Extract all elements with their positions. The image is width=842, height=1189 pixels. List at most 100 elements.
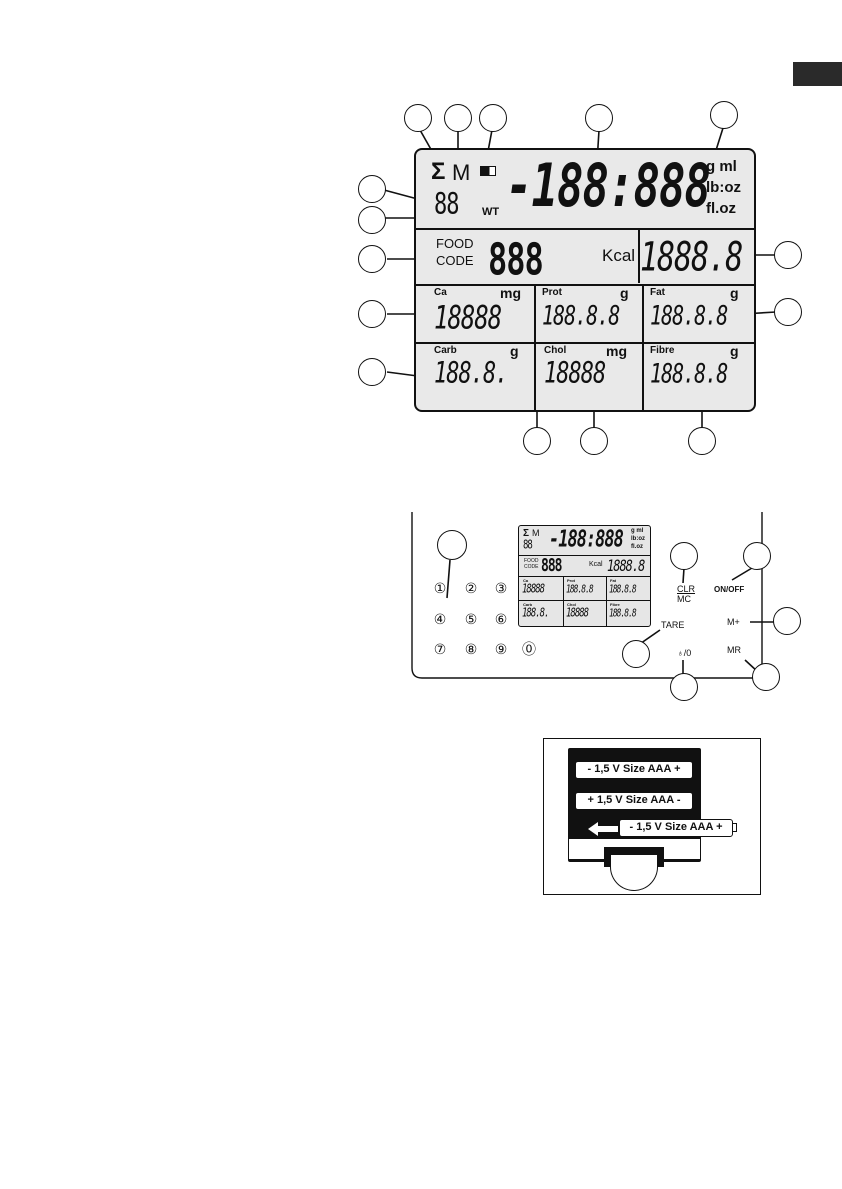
device-main-digits: -188:888 (549, 526, 624, 553)
col-divider-2 (642, 284, 644, 410)
device-unit-2: lb:oz (631, 536, 645, 542)
tare-button-label[interactable]: TARE (661, 620, 685, 630)
key-8[interactable]: ⑧ (464, 642, 478, 658)
unit-g-ml: g ml (706, 158, 737, 175)
cell-unit: g (620, 285, 629, 301)
callout-10 (358, 358, 386, 386)
lcd-display: Σ M -188:888 g ml lb:oz fl.oz 88 WT FOOD… (414, 148, 756, 412)
cell-unit: g (730, 285, 739, 301)
battery-2-label: + 1,5 V Size AAA - (587, 794, 681, 806)
device-cell-name: Ca (523, 578, 529, 583)
callout-6 (358, 175, 386, 203)
cell-name: Fibre (650, 345, 675, 356)
clr-button-label[interactable]: CLR (677, 584, 696, 594)
device-cell-name: Carb (523, 602, 533, 607)
device-cell-digits: 188.8.8 (609, 583, 637, 596)
cell-unit: g (510, 343, 519, 359)
kcal-digits: 1888.8 (640, 234, 743, 282)
cell-name: Prot (542, 287, 562, 298)
key-0[interactable]: ⓪ (522, 642, 536, 658)
callout-7 (358, 206, 386, 234)
unit-fl-oz: fl.oz (706, 200, 736, 217)
callout-5 (710, 101, 738, 129)
cell-unit: mg (606, 343, 627, 359)
device-cell-digits: 18888 (522, 583, 545, 597)
battery-3-terminal (733, 823, 737, 832)
callout-9 (358, 300, 386, 328)
battery-low-icon (480, 166, 496, 176)
cell-digits: 188.8.8 (542, 299, 620, 332)
key-7[interactable]: ⑦ (433, 642, 447, 658)
device-cell-digits: 188.8. (522, 607, 549, 621)
zero-button-label[interactable]: ♁/0 (677, 648, 692, 658)
device-kcal: Kcal (589, 561, 603, 568)
device-sigma: Σ (523, 528, 530, 539)
cell-digits: 18888 (544, 357, 606, 391)
key-9[interactable]: ⑨ (494, 642, 508, 658)
code-label: CODE (436, 253, 474, 268)
callout-2 (444, 104, 472, 132)
device-lcd: Σ M -188:888 g ml lb:oz fl.oz 88 FOOD CO… (518, 525, 651, 627)
key-4[interactable]: ④ (433, 612, 447, 628)
device-cell-name: Prot (567, 578, 575, 583)
device-food: FOOD (524, 558, 539, 564)
callout-m-plus (773, 607, 801, 635)
device-col-2 (606, 576, 607, 626)
unit-lb-oz: lb:oz (706, 179, 741, 196)
cell-digits: 188.8. (434, 357, 508, 391)
section-tab (793, 62, 842, 86)
compartment-latch (610, 855, 658, 891)
callout-3 (479, 104, 507, 132)
callout-12 (774, 298, 802, 326)
cell-digits: 188.8.8 (650, 299, 728, 332)
cell-name: Ca (434, 287, 447, 298)
cell-digits: 18888 (434, 299, 502, 337)
kcal-divider (638, 228, 640, 283)
device-cell-digits: 18888 (566, 607, 589, 621)
mc-button-label[interactable]: MC (677, 594, 691, 604)
callout-zero (670, 673, 698, 701)
key-5[interactable]: ⑤ (464, 612, 478, 628)
memory-indicator: M (452, 160, 471, 185)
device-divider-2 (519, 576, 650, 577)
device-cell-name: Chol (567, 602, 576, 607)
device-counter: 88 (523, 539, 533, 553)
callout-on-off (743, 542, 771, 570)
battery-3-label: - 1,5 V Size AAA + (629, 821, 723, 833)
device-code: CODE (524, 564, 539, 570)
callout-tare (622, 640, 650, 668)
wt-label: WT (482, 206, 500, 218)
cell-name: Chol (544, 345, 567, 356)
callout-keypad (437, 530, 467, 560)
callout-clr-mc (670, 542, 698, 570)
battery-3: - 1,5 V Size AAA + (619, 819, 733, 837)
mr-button-label[interactable]: MR (727, 645, 741, 655)
row-divider-2 (416, 284, 754, 286)
key-3[interactable]: ③ (494, 581, 508, 597)
device-cell-digits: 188.8.8 (609, 607, 637, 620)
cell-unit: mg (500, 285, 521, 301)
callout-1 (404, 104, 432, 132)
key-1[interactable]: ① (433, 581, 447, 597)
main-weight-digits: -188:888 (506, 152, 711, 221)
key-6[interactable]: ⑥ (494, 612, 508, 628)
battery-2: + 1,5 V Size AAA - (575, 792, 693, 810)
callout-14 (580, 427, 608, 455)
device-memory: M (532, 528, 540, 538)
counter-digits: 88 (434, 188, 459, 222)
battery-1-label: - 1,5 V Size AAA + (587, 763, 681, 775)
device-unit-1: g ml (631, 528, 644, 534)
callout-15 (688, 427, 716, 455)
sigma-symbol: Σ (431, 158, 446, 185)
callout-8 (358, 245, 386, 273)
callout-13 (523, 427, 551, 455)
device-unit-3: fl.oz (631, 544, 643, 550)
cell-name: Fat (650, 287, 665, 298)
on-off-button-label[interactable]: ON/OFF (714, 585, 745, 594)
device-cell-digits: 188.8.8 (566, 583, 594, 596)
col-divider-1 (534, 284, 536, 410)
m-plus-button-label[interactable]: M+ (727, 617, 740, 627)
device-divider-3 (519, 600, 650, 601)
key-2[interactable]: ② (464, 581, 478, 597)
device-cell-name: Fat (610, 578, 616, 583)
